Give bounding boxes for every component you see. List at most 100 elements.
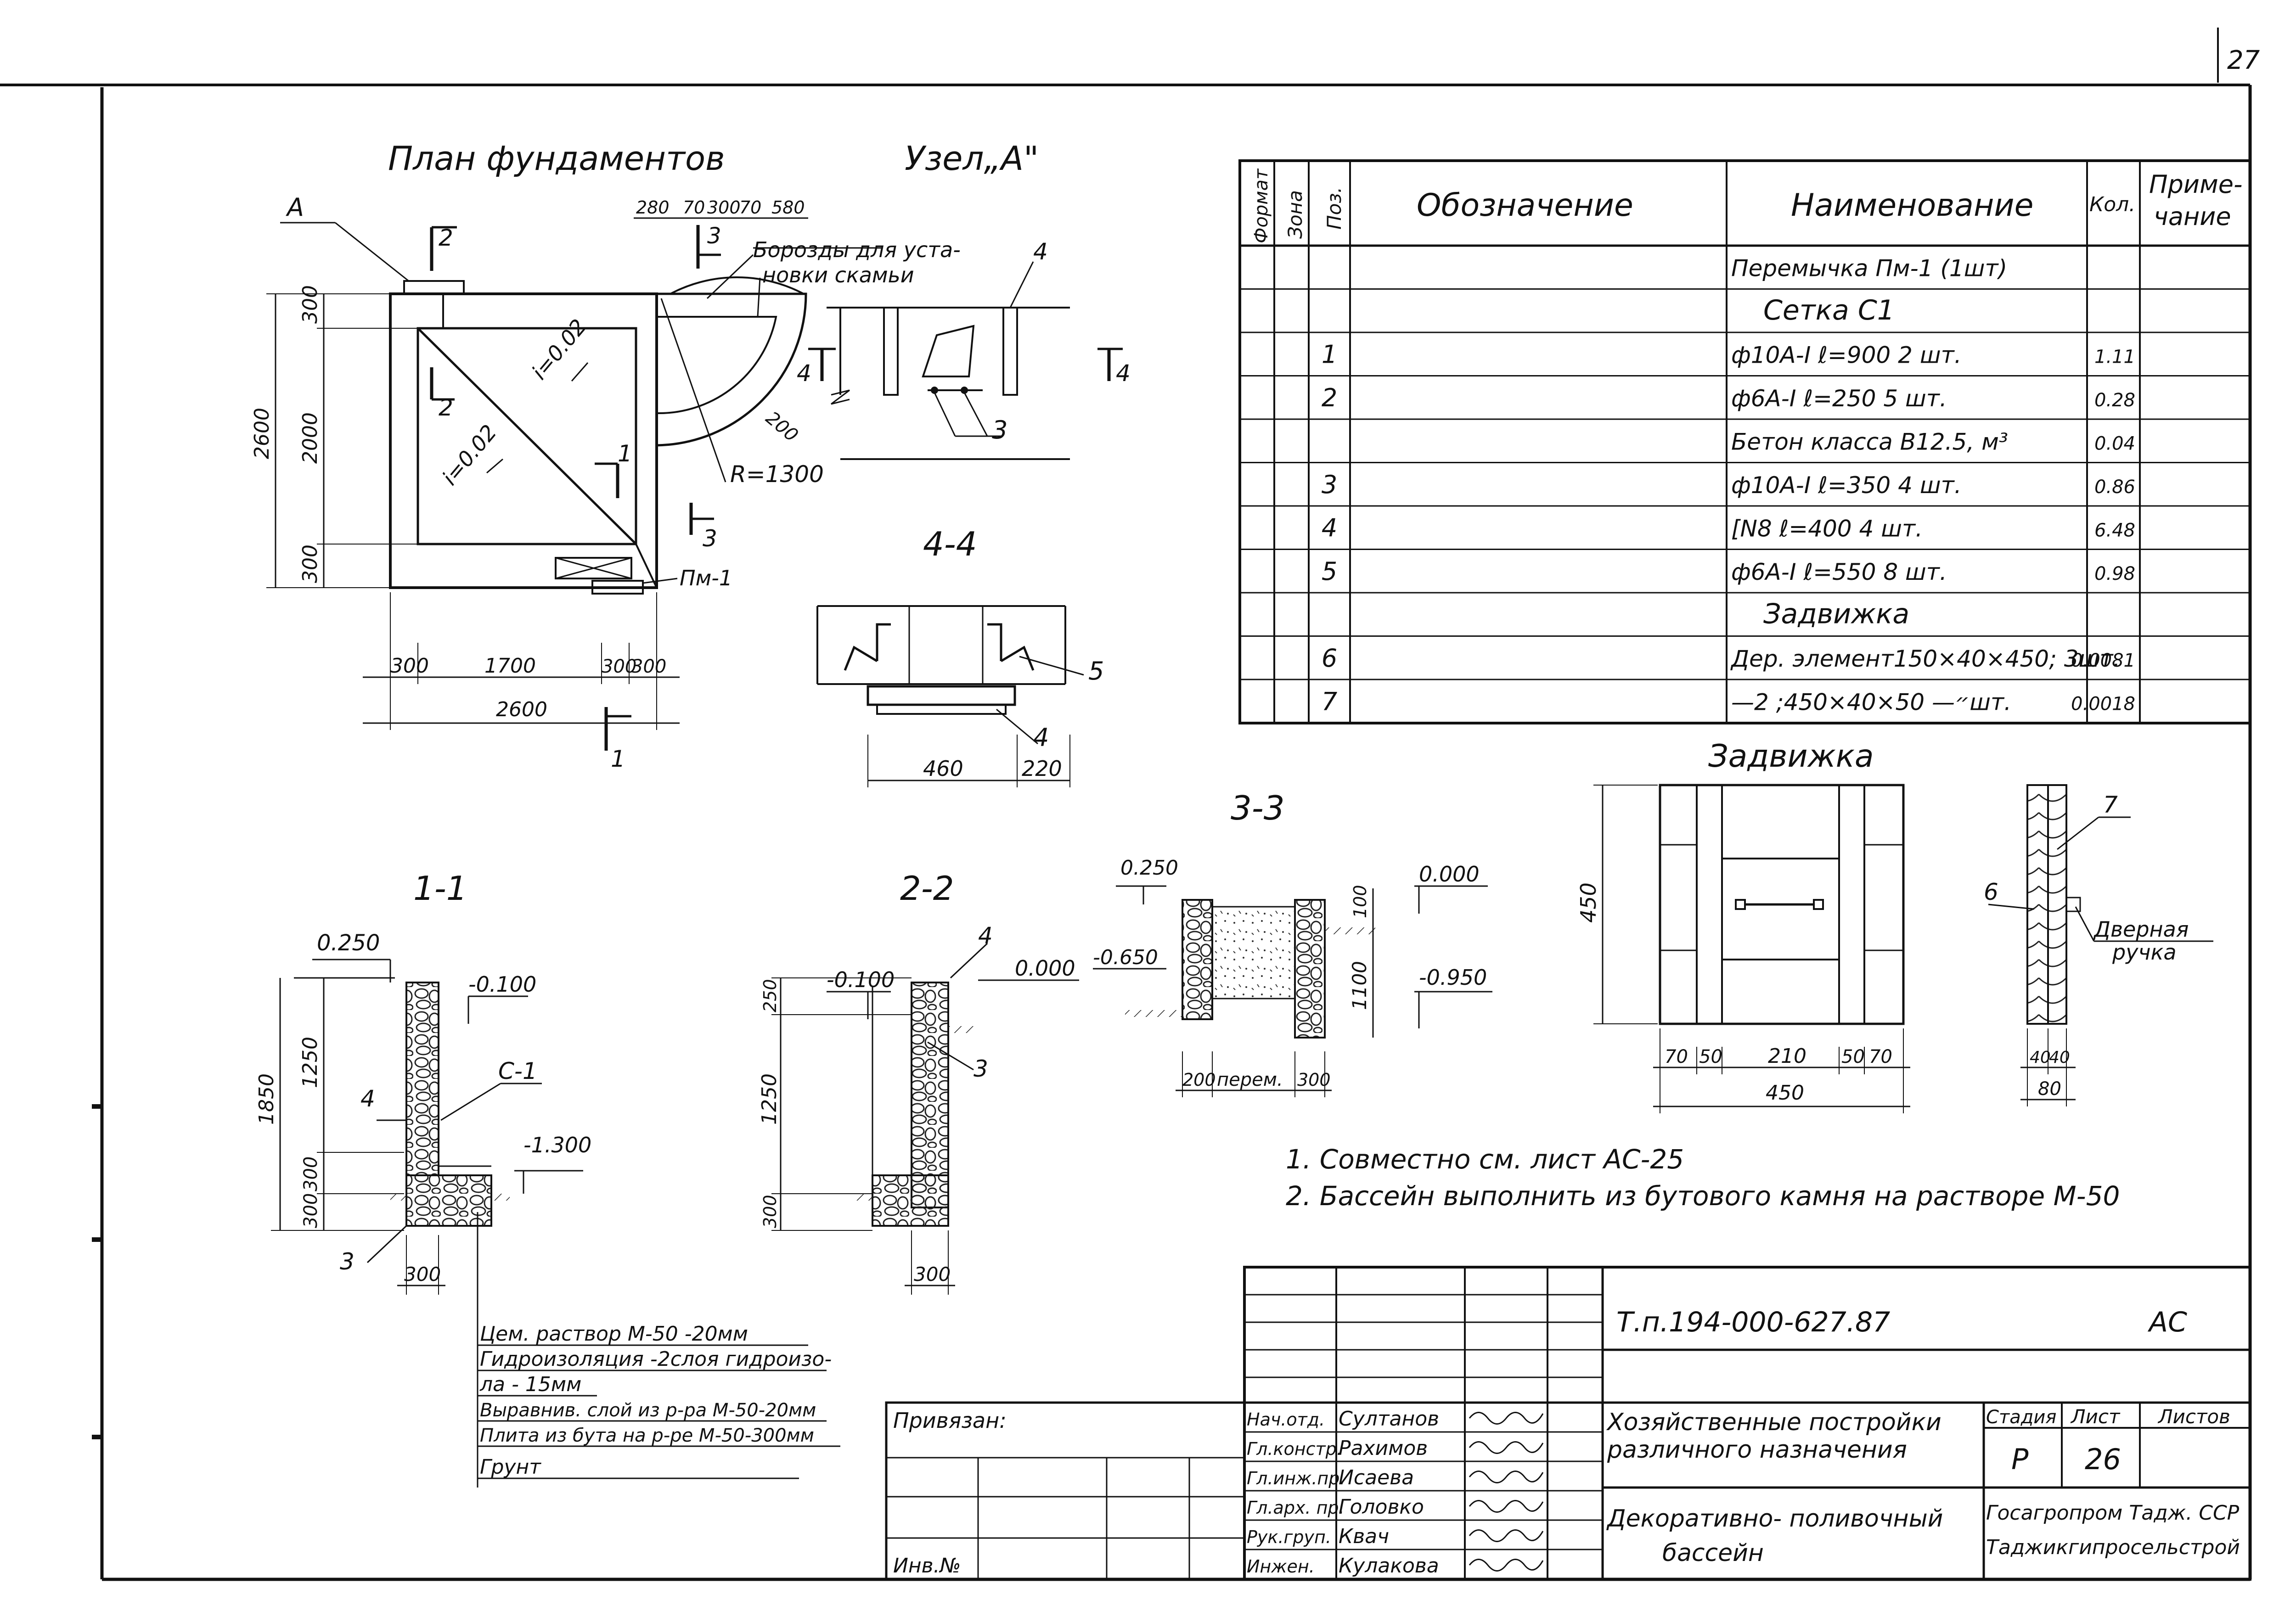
node-cut-3: 3 [707,223,721,249]
lintel-label: Пм-1 [680,566,732,590]
slope-label-1: i=0.02 [527,314,591,384]
sec44-ref-4: 4 [1033,723,1049,752]
spec-cell-name: Сетка С1 [1763,294,1895,326]
section-2-2-title: 2-2 [900,869,954,908]
radius-label: R=1300 [730,461,824,488]
sec11-dim-bottom: 300 [404,1263,441,1286]
sec11-ref-3: 3 [340,1248,355,1275]
gate-dim-b1: 70 [1665,1046,1688,1067]
sec11-dim-total: 1850 [255,1073,278,1125]
sec22-level-a: -0.100 [827,967,895,992]
gate-dim-b2: 50 [1699,1046,1722,1067]
staff-role: Рук.груп. [1247,1527,1331,1547]
staff-name: Султанов [1339,1407,1439,1431]
sec33-dim-b3: 300 [1297,1070,1331,1090]
layer-5: Плита из бута на р-ре М-50-300мм [480,1425,814,1446]
plan-dim-h-4: 300 [631,656,666,677]
sec33-level-d: -0.950 [1419,965,1487,990]
staff-role: Инжен. [1247,1556,1315,1577]
spec-cell-pos: 4 [1322,514,1337,543]
node-mark-a: А [286,193,304,222]
spec-cell-name: Бетон класса В12.5, м³ [1731,429,2008,455]
project-title-1: Хозяйственные постройки [1606,1409,1941,1436]
node-a-detail: 280 70 300 70 580 Борозды для уста- новк… [634,197,1131,460]
plan-dim-h-total: 2600 [496,698,547,721]
plan-dim-h-3: 300 [602,656,636,677]
node-dim-4: 70 [739,197,761,218]
spec-cell-qty: 1.11 [2094,347,2135,368]
sec22-dim-1: 250 [760,979,780,1012]
gate-dim-b3: 210 [1768,1044,1806,1068]
sec33-dim-b2: перем. [1217,1069,1283,1090]
staff-name: Головко [1339,1495,1424,1519]
spec-header-note-1: Приме- [2149,170,2242,199]
section-2-2: 4 3 0.000 -0.100 250 1250 300 300 [758,922,1079,1295]
spec-header-designation: Обозначение [1417,187,1633,224]
sec11-ref-4: 4 [360,1085,375,1112]
gate-detail: 450 70 50 210 50 70 450 7 6 Дверная ручк… [1576,784,2213,1113]
spec-cell-name: Задвижка [1763,598,1909,630]
sec11-dim-3: 300 [300,1193,321,1228]
door-handle-label-2: ручка [2112,940,2177,965]
organization-2: Таджикгипросельстрой [1986,1536,2240,1559]
sec22-dim-bottom: 300 [914,1263,951,1286]
layer-2: Гидроизоляция -2слоя гидроизо- [480,1347,832,1371]
door-handle-label-1: Дверная [2093,917,2189,942]
spec-cell-pos: 1 [1322,340,1337,369]
cut-2-top: 2 [439,225,453,251]
layer-3: ла - 15мм [479,1373,581,1396]
sheet-value: 26 [2085,1443,2121,1476]
cut-1-bottom: 1 [611,746,625,772]
spec-cell-pos: 5 [1322,557,1337,586]
sec44-ref-5: 5 [1088,657,1104,685]
spec-cell-qty: 0.98 [2094,563,2135,584]
node-ref-4: 4 [1033,238,1048,265]
sec22-dim-3: 300 [760,1195,780,1228]
layer-6: Грунт [480,1455,541,1479]
section-1-1-title: 1-1 [413,869,467,908]
sec44-dim-2: 220 [1022,756,1062,781]
signature-mark [1469,1441,1544,1454]
note-1: 1. Совместно см. лист АС-25 [1286,1144,1684,1175]
cut-3-plan: 3 [703,525,717,552]
plan-title: План фундаментов [388,139,725,178]
sec11-level-top: 0.250 [317,930,380,956]
title-block: Привязан: Инв.№ Т.п.194-000-627.87 АС Хо… [885,1266,2251,1581]
sec44-dim-1: 460 [923,756,963,781]
gate-side-dim-total: 80 [2038,1078,2061,1100]
inventory-label: Инв.№ [893,1554,961,1578]
plan-dim-h-1: 300 [390,654,429,678]
layers-legend: Цем. раствор М-50 -20мм Гидроизоляция -2… [478,1322,840,1479]
spec-header-qty: Кол. [2089,193,2135,216]
specification-table: Формат Зона Поз. Обозначение Наименовани… [1238,159,2251,724]
gate-side-dim-1: 40 [2030,1048,2051,1067]
spec-cell-qty: 0.28 [2094,390,2135,411]
sec33-level-c: 0.000 [1419,862,1480,887]
signature-mark [1469,1500,1544,1513]
node-cut-4-left: 4 [797,360,811,387]
spec-cell-name: Дер. элемент150×40×450; 3шт. [1730,646,2120,672]
layer-1: Цем. раствор М-50 -20мм [480,1322,748,1346]
gate-side-dim-2: 40 [2049,1048,2070,1067]
sec11-ref-c1: С-1 [498,1058,537,1084]
signature-mark [1469,1559,1544,1572]
gate-dim-height: 450 [1576,882,1601,923]
spec-header-note-2: чание [2154,202,2231,231]
spec-cell-name: ф10А-I ℓ=350 4 шт. [1731,472,1962,499]
sec11-level-b: -1.300 [523,1133,591,1157]
staff-name: Исаева [1339,1466,1414,1489]
sec22-level-b: 0.000 [1015,956,1075,981]
node-dim-3: 300 [707,197,741,218]
gate-ref-6: 6 [1984,879,1998,905]
sec33-level-a: 0.250 [1120,856,1178,880]
spec-cell-name: ф6А-I ℓ=550 8 шт. [1731,559,1947,585]
staff-name: Рахимов [1339,1437,1428,1460]
spec-cell-name: ф10А-I ℓ=900 2 шт. [1731,342,1962,369]
sec22-dim-2: 1250 [758,1073,781,1125]
gate-dim-b5: 70 [1869,1046,1892,1067]
staff-role: Гл.инж.пр. [1247,1468,1345,1488]
drawing-title-1: Декоративно- поливочный [1606,1505,1943,1533]
spec-header-name: Наименование [1791,187,2033,224]
grooves-note-line1: Борозды для уста- [753,237,961,262]
drawing-title-2: бассейн [1662,1539,1764,1567]
